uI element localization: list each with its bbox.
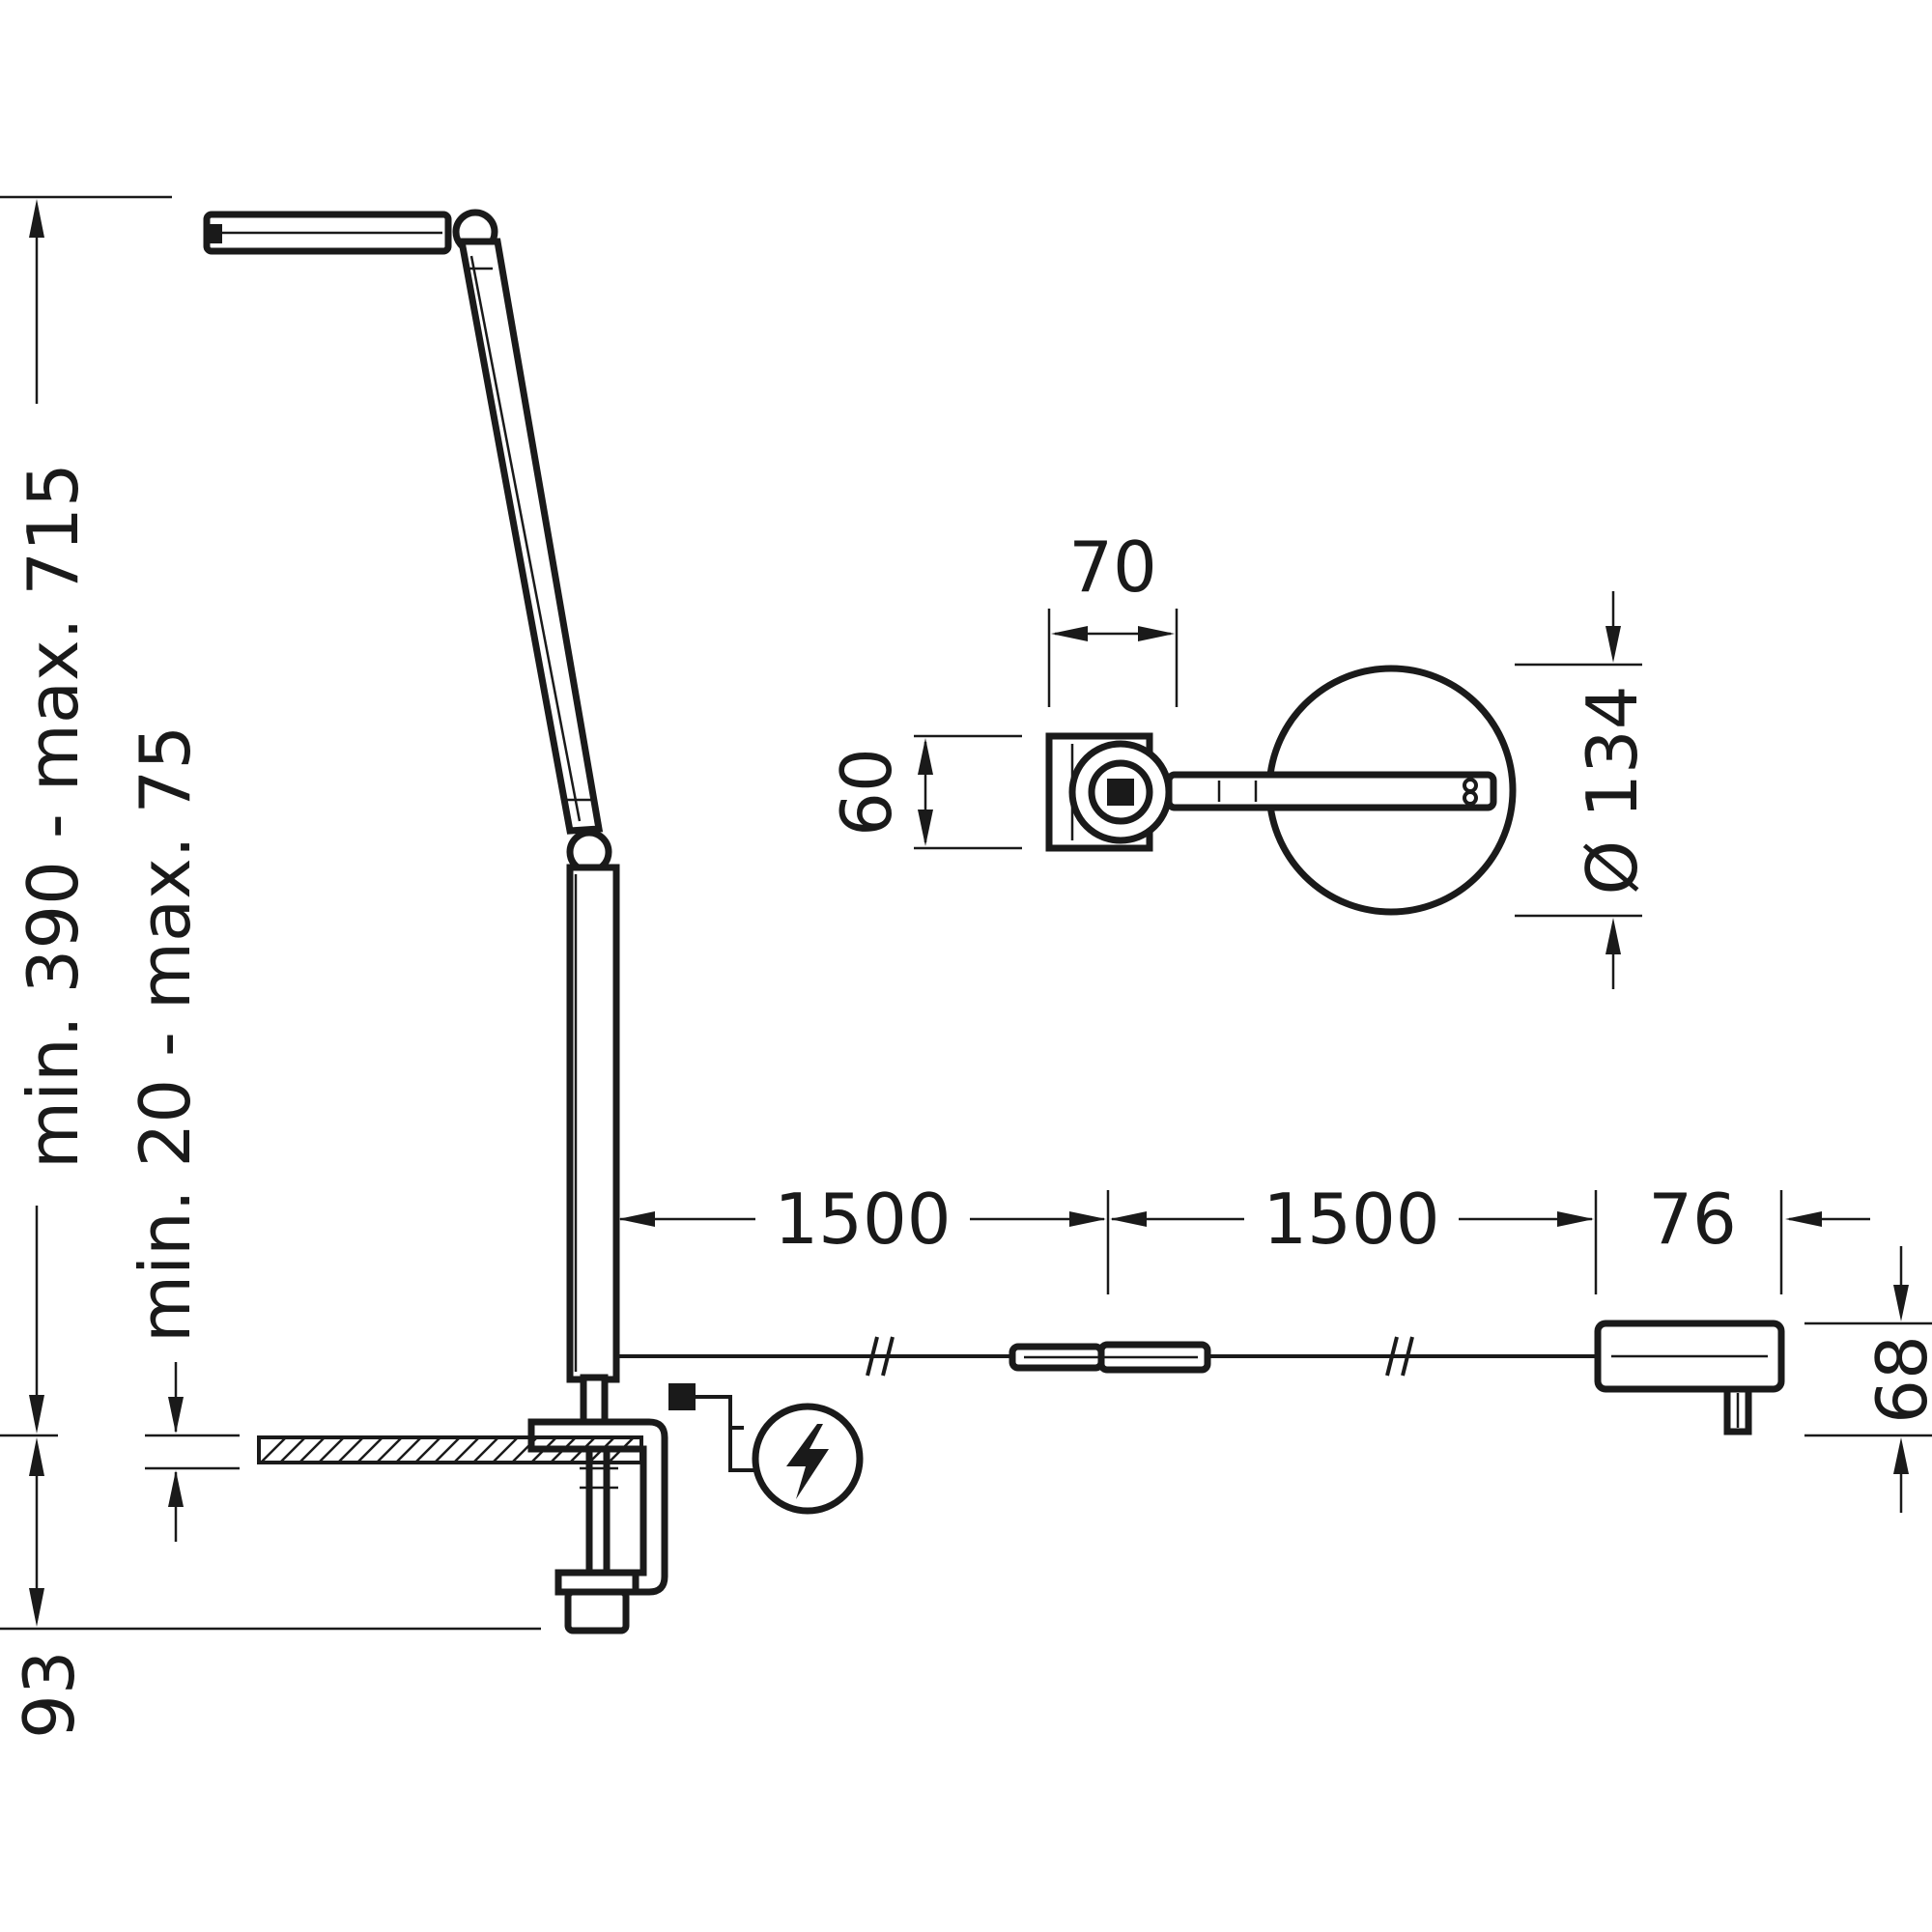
head-depth-dimension: 60 bbox=[826, 734, 1022, 850]
adapter-height-dimension: 68 bbox=[1804, 1246, 1932, 1513]
clamp-range-label: min. 20 - max. 75 bbox=[125, 725, 206, 1343]
desk-clamp bbox=[527, 1374, 668, 1634]
power-symbol bbox=[668, 1383, 864, 1515]
base-diameter-label: Ø 134 bbox=[1572, 686, 1653, 895]
head-width-label: 70 bbox=[1068, 526, 1157, 608]
clamp-range-dimension: min. 20 - max. 75 bbox=[125, 725, 240, 1542]
lamp-head bbox=[203, 211, 452, 255]
vertical-pole bbox=[566, 864, 620, 1383]
adapter-width-label: 76 bbox=[1648, 1179, 1737, 1260]
cable-length-2-label: 1500 bbox=[1263, 1179, 1439, 1260]
upper-arm bbox=[457, 238, 604, 835]
adapter-height-label: 68 bbox=[1861, 1335, 1932, 1424]
inline-connector bbox=[1009, 1341, 1211, 1374]
cable-length-dimensions: 1500 1500 76 bbox=[618, 1179, 1870, 1294]
clamp-depth-label: 93 bbox=[9, 1650, 90, 1739]
lamp-side-view bbox=[203, 209, 668, 1634]
height-range-label: min. 390 - max. 715 bbox=[13, 463, 94, 1169]
cable-length-1-label: 1500 bbox=[774, 1179, 951, 1260]
head-width-dimension: 70 bbox=[1047, 526, 1179, 707]
power-cable bbox=[616, 1336, 1600, 1377]
desk-surface bbox=[257, 1435, 643, 1464]
head-depth-label: 60 bbox=[826, 748, 907, 837]
arm-top bbox=[1165, 771, 1497, 811]
lamp-top-view bbox=[1045, 665, 1517, 916]
lightning-bolt-icon bbox=[786, 1424, 829, 1499]
clamp-depth-dimension: 93 bbox=[0, 1437, 541, 1739]
base-diameter-dimension: Ø 134 bbox=[1515, 591, 1653, 989]
power-adapter bbox=[1594, 1320, 1785, 1435]
height-dimension: min. 390 - max. 715 bbox=[0, 195, 172, 1437]
